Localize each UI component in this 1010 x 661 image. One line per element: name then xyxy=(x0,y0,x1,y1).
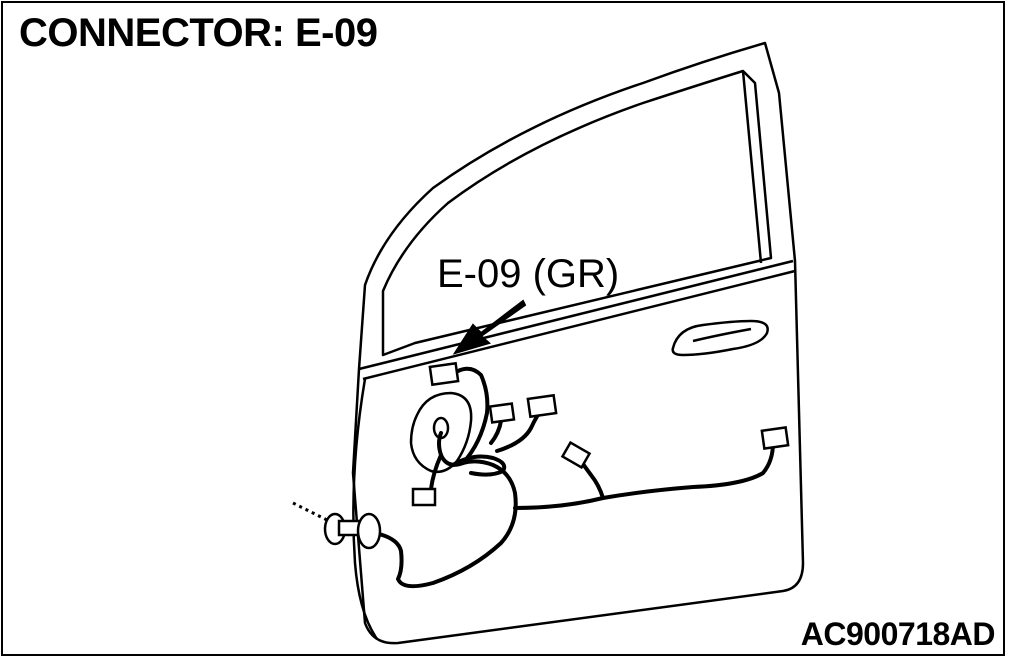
callout-label: E-09 (GR) xyxy=(437,252,619,296)
door-illustration: E-09 (GR) xyxy=(292,41,805,645)
connector-right-b xyxy=(760,426,790,450)
connector-right-a xyxy=(560,440,592,470)
door-panel xyxy=(351,41,805,645)
diagram-title: CONNECTOR: E-09 xyxy=(19,11,378,55)
connector-e09 xyxy=(428,361,460,387)
figure-code: AC900718AD xyxy=(800,615,996,652)
connector-mid-b xyxy=(526,393,558,419)
callout-arrow xyxy=(452,299,527,355)
door-handle xyxy=(671,319,769,357)
connectors xyxy=(411,361,790,507)
connector-mid-a xyxy=(488,402,516,424)
connector-lower-left xyxy=(411,487,437,507)
grommet xyxy=(292,501,382,550)
